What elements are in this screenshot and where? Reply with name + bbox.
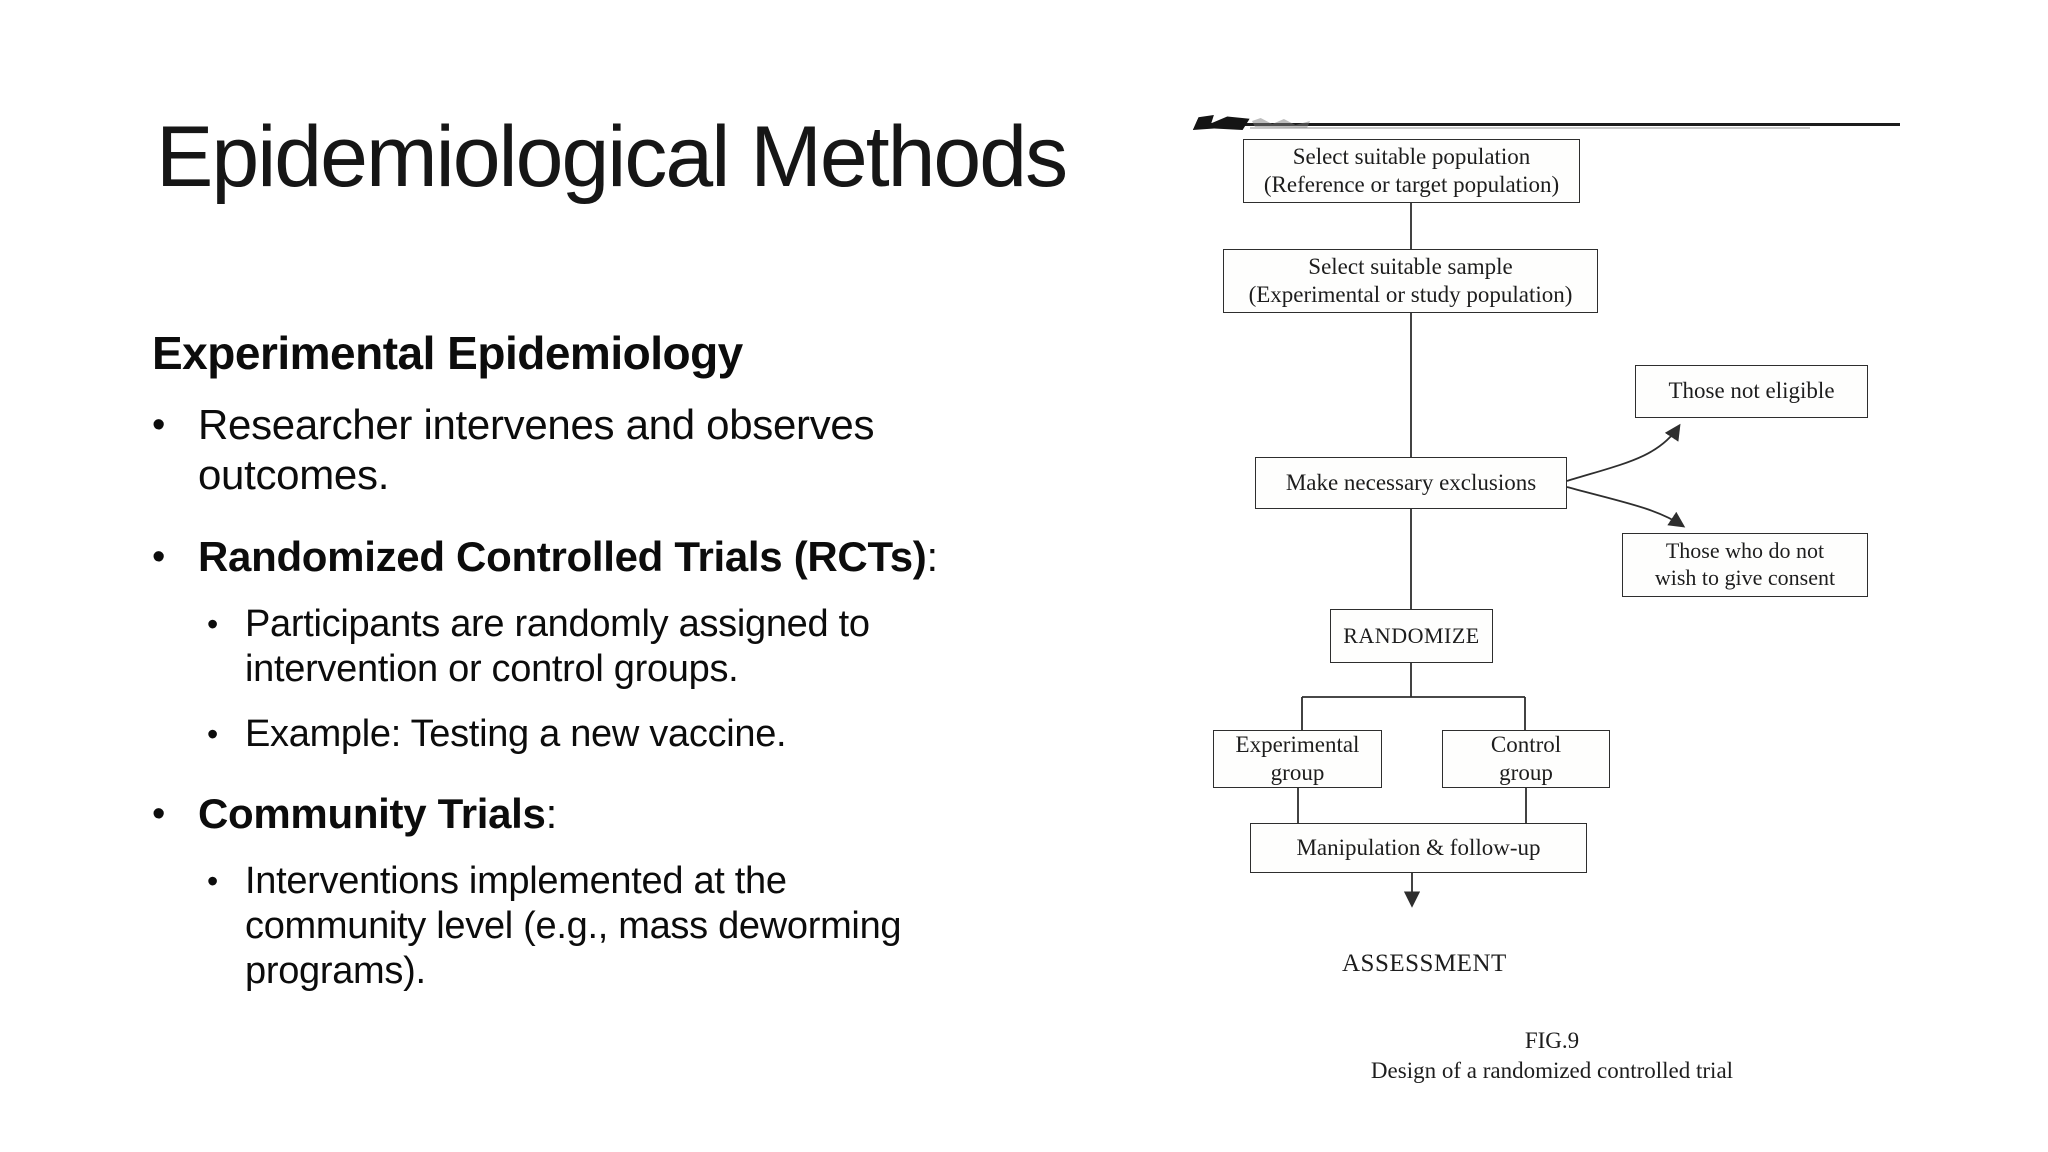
bullet-text: Researcher intervenes and observes outco…	[198, 401, 875, 498]
flow-box-make-exclusions: Make necessary exclusions	[1255, 457, 1567, 509]
sub-bullet-list: Interventions implemented at the communi…	[207, 859, 1032, 994]
flow-box-select-population: Select suitable population (Reference or…	[1243, 139, 1580, 203]
sub-bullet-text: Example: Testing a new vaccine.	[245, 713, 787, 755]
bullet-suffix: :	[926, 533, 938, 580]
flowchart-connectors	[1297, 203, 1686, 908]
sub-bullet-item-interventions: Interventions implemented at the communi…	[207, 859, 1032, 994]
sub-bullet-list: Participants are randomly assigned to in…	[207, 602, 1032, 757]
flow-box-randomize: RANDOMIZE	[1330, 609, 1493, 663]
bullet-marker	[152, 400, 198, 450]
bullet-text: Community Trials:	[198, 789, 557, 839]
rct-flowchart-figure: Select suitable population (Reference or…	[1190, 110, 1905, 1110]
section-heading: Experimental Epidemiology	[152, 327, 743, 379]
flow-box-experimental-group: Experimental group	[1213, 730, 1382, 788]
flow-box-select-sample: Select suitable sample (Experimental or …	[1223, 249, 1598, 313]
scan-top-rule	[1196, 123, 1900, 126]
assessment-label: ASSESSMENT	[1342, 950, 1507, 977]
flow-box-manipulation-followup: Manipulation & follow-up	[1250, 823, 1587, 873]
slide-body: Experimental Epidemiology Researcher int…	[152, 326, 1032, 1026]
sub-bullet-item-participants: Participants are randomly assigned to in…	[207, 602, 1032, 692]
slide-title: Epidemiological Methods	[156, 109, 1068, 205]
figure-caption: Design of a randomized controlled trial	[1370, 1058, 1734, 1083]
scan-smudge-artifact	[1252, 118, 1310, 128]
bullet-bold-label: Community Trials	[198, 790, 546, 837]
flow-box-control-group: Control group	[1442, 730, 1610, 788]
flow-box-those-not-eligible: Those not eligible	[1635, 365, 1868, 418]
bullet-bold-label: Randomized Controlled Trials (RCTs)	[198, 533, 927, 580]
sub-bullet-text: Interventions implemented at the communi…	[245, 860, 902, 992]
bullet-suffix: :	[545, 790, 558, 837]
bullet-marker	[152, 789, 198, 839]
sub-bullet-item-example: Example: Testing a new vaccine.	[207, 712, 1032, 757]
figure-caption-block: FIG.9 Design of a randomized controlled …	[1352, 1026, 1752, 1086]
sub-bullet-text: Participants are randomly assigned to in…	[245, 603, 870, 690]
bullet-list: Researcher intervenes and observes outco…	[152, 400, 1032, 994]
bullet-item-researcher: Researcher intervenes and observes outco…	[152, 400, 1032, 500]
scan-rule-shadow	[1250, 127, 1810, 129]
bullet-item-rcts: Randomized Controlled Trials (RCTs): Par…	[152, 532, 1032, 757]
figure-number: FIG.9	[1524, 1028, 1580, 1053]
bullet-text: Randomized Controlled Trials (RCTs):	[198, 532, 938, 582]
bullet-marker	[152, 532, 198, 582]
bullet-marker	[207, 859, 245, 904]
flow-box-no-consent: Those who do not wish to give consent	[1622, 533, 1868, 597]
bullet-marker	[207, 602, 245, 647]
bullet-item-community-trials: Community Trials: Interventions implemen…	[152, 789, 1032, 994]
bullet-marker	[207, 712, 245, 757]
